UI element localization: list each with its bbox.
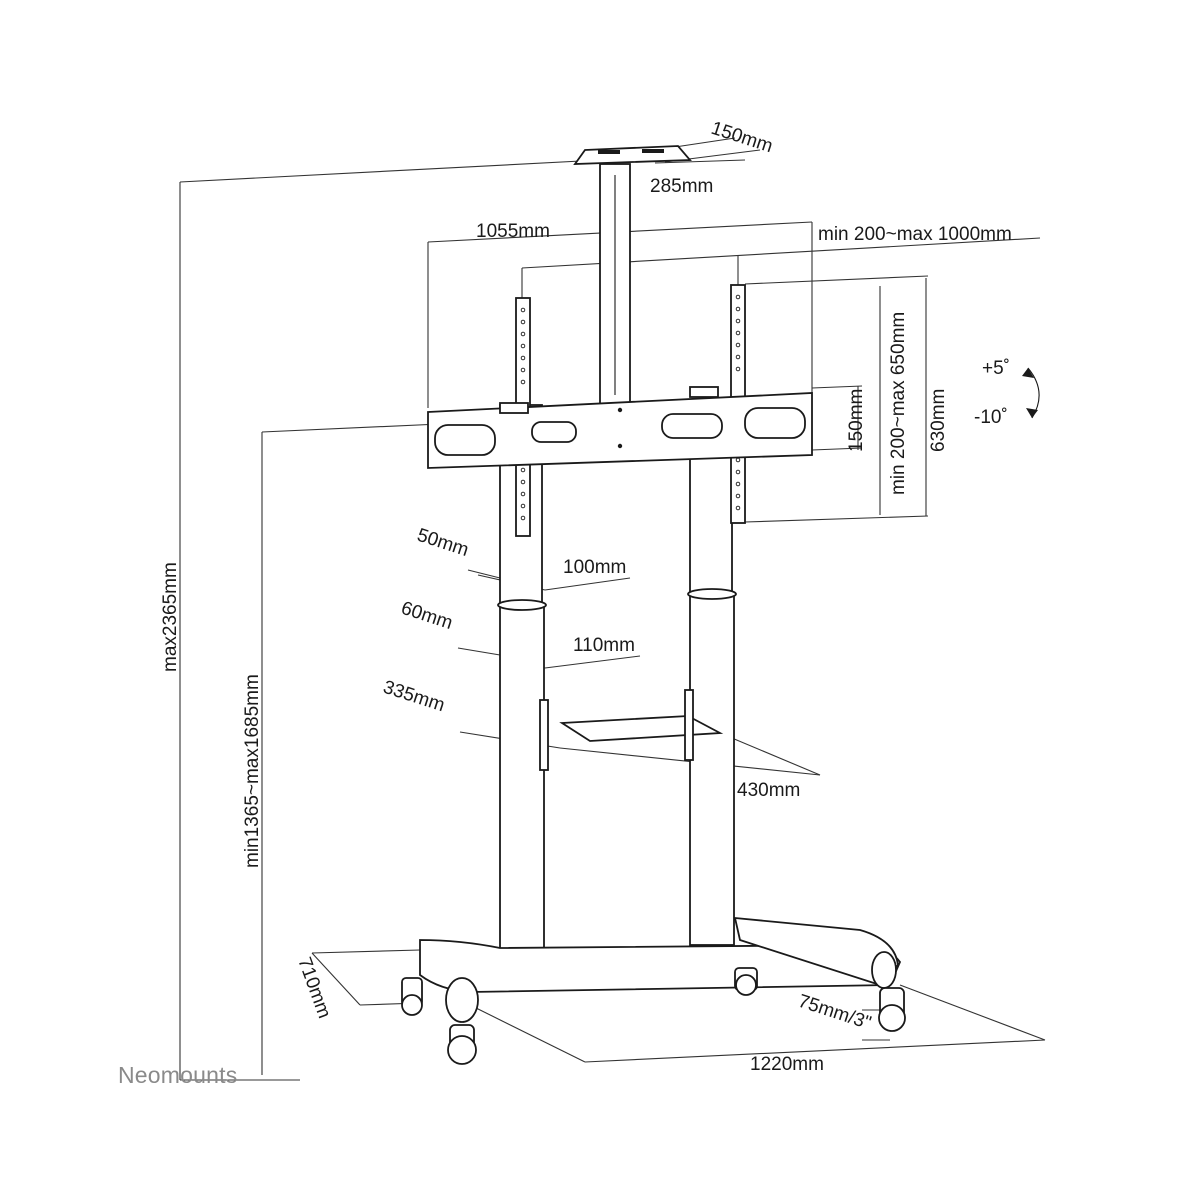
bracket-height-label: 150mm (846, 389, 867, 452)
vesa-vertical-label: min 200~max 650mm (888, 312, 909, 495)
lower-column-width-label: 110mm (573, 635, 635, 656)
wall-bracket (427, 386, 813, 469)
center-height-label: min1365~max1685mm (242, 674, 263, 868)
av-shelf-width-label: 430mm (737, 780, 800, 801)
upper-column-width-label: 100mm (563, 557, 626, 578)
camera-shelf (573, 145, 692, 405)
upper-column-depth-label: 50mm (414, 525, 471, 561)
top-shelf-depth-label: 150mm (708, 118, 775, 158)
tilt-up-label: +5˚ (982, 358, 1010, 379)
vesa-horizontal-label: min 200~max 1000mm (818, 224, 1012, 245)
casters (401, 967, 906, 1065)
cart-drawing (401, 145, 906, 1065)
av-shelf-depth-label: 335mm (380, 677, 447, 717)
lower-column-depth-label: 60mm (398, 598, 455, 634)
base-width-label: 1220mm (750, 1054, 824, 1075)
dimension-labels: 150mm 285mm 1055mm min 200~max 1000mm mi… (160, 118, 1012, 1075)
base-depth-label: 710mm (293, 955, 334, 1022)
total-height-label: max2365mm (160, 562, 181, 672)
av-shelf (539, 689, 724, 771)
brand-logo-text: Neomounts (118, 1062, 237, 1088)
tilt-down-label: -10˚ (974, 407, 1008, 428)
bracket-width-label: 1055mm (476, 221, 550, 242)
columns (497, 404, 737, 951)
base (419, 916, 902, 1023)
top-shelf-width-label: 285mm (650, 176, 713, 197)
caster-size-label: 75mm/3" (795, 991, 873, 1034)
arm-height-label: 630mm (928, 389, 949, 452)
